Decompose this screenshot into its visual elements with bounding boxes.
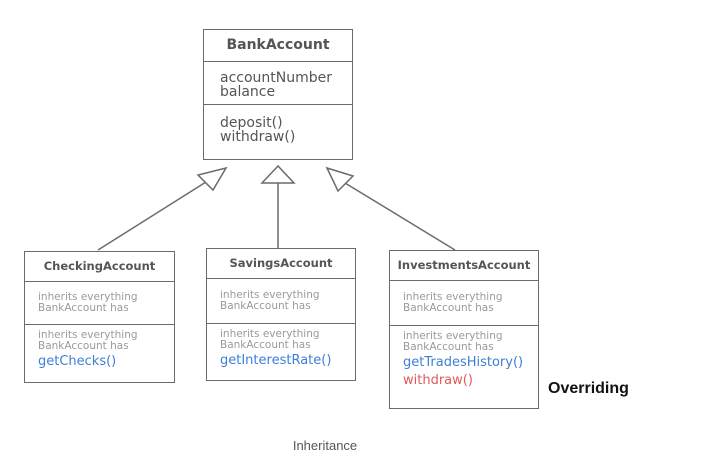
inherit-note-line-2: BankAccount has xyxy=(38,302,129,314)
overriding-annotation: Overriding xyxy=(548,380,629,397)
inherit-note-line-2: BankAccount has xyxy=(403,302,494,314)
savingsaccount-methods: inherits everything BankAccount has getI… xyxy=(207,323,355,374)
checking-inheritance-arrowhead xyxy=(196,166,228,192)
bankaccount-class-box: BankAccount accountNumber balance deposi… xyxy=(203,29,353,160)
method-get-trades-history: getTradesHistory() xyxy=(403,355,524,370)
method-withdraw: withdraw() xyxy=(220,129,296,145)
method-deposit: deposit() xyxy=(220,115,283,131)
inherit-note-line-2: BankAccount has xyxy=(403,341,494,353)
bankaccount-class-name: BankAccount xyxy=(226,37,330,53)
bankaccount-methods: deposit() withdraw() xyxy=(204,104,352,152)
inherit-note-line-1: inherits everything xyxy=(38,291,138,303)
attribute-balance: balance xyxy=(220,84,276,100)
checking-inheritance-line xyxy=(97,181,207,251)
savingsaccount-attributes: inherits everything BankAccount has xyxy=(207,278,355,323)
savingsaccount-class-name: SavingsAccount xyxy=(229,256,333,270)
inherit-note-line-1: inherits everything xyxy=(403,330,503,342)
inherit-note-line-1: inherits everything xyxy=(220,328,320,340)
attribute-account-number: accountNumber xyxy=(220,70,333,86)
investments-inheritance-line xyxy=(344,182,456,251)
method-get-interest-rate: getInterestRate() xyxy=(220,353,332,368)
inherit-note-line-1: inherits everything xyxy=(38,329,138,341)
figure-caption: Inheritance xyxy=(292,438,358,453)
inherit-note-line-2: BankAccount has xyxy=(220,339,311,351)
inherit-note-line-2: BankAccount has xyxy=(38,340,129,352)
checkingaccount-attributes: inherits everything BankAccount has xyxy=(25,281,174,324)
method-get-checks: getChecks() xyxy=(38,354,117,369)
investmentsaccount-class-box: InvestmentsAccount inherits everything B… xyxy=(389,250,539,409)
savings-inheritance-arrowhead xyxy=(260,164,296,184)
inherit-note-line-1: inherits everything xyxy=(403,291,503,303)
inherit-note-line-2: BankAccount has xyxy=(220,300,311,312)
investments-inheritance-arrowhead xyxy=(325,166,355,193)
investmentsaccount-class-name: InvestmentsAccount xyxy=(397,258,531,272)
investmentsaccount-attributes: inherits everything BankAccount has xyxy=(390,280,538,325)
savingsaccount-class-box: SavingsAccount inherits everything BankA… xyxy=(206,248,356,381)
bankaccount-attributes: accountNumber balance xyxy=(204,61,352,104)
investmentsaccount-methods: inherits everything BankAccount has getT… xyxy=(390,325,538,394)
checkingaccount-methods: inherits everything BankAccount has getC… xyxy=(25,324,174,375)
method-withdraw-overridden: withdraw() xyxy=(403,373,473,388)
inherit-note-line-1: inherits everything xyxy=(220,289,320,301)
checkingaccount-class-name: CheckingAccount xyxy=(43,259,156,273)
checkingaccount-class-box: CheckingAccount inherits everything Bank… xyxy=(24,251,175,383)
